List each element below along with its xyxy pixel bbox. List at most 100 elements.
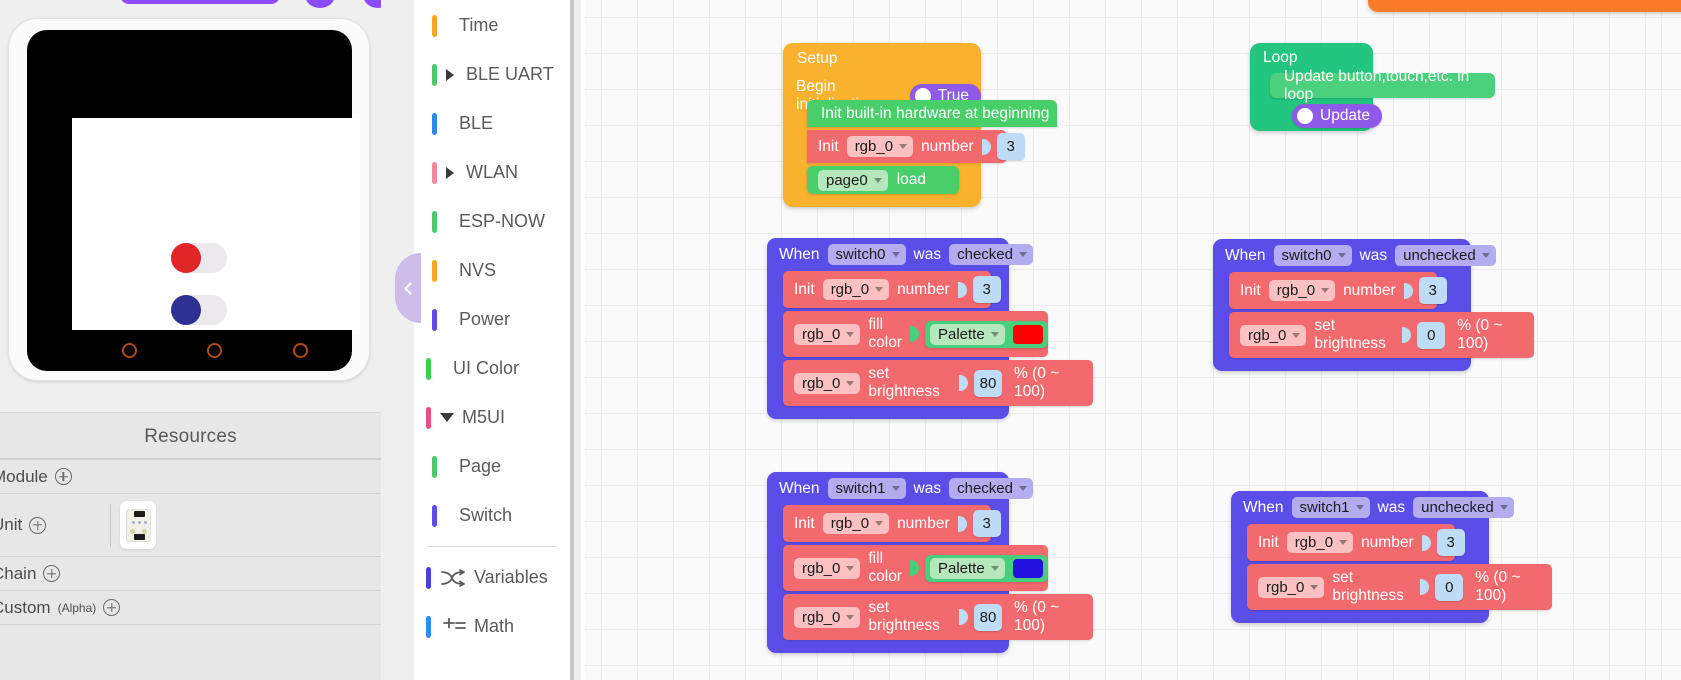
dropdown-when-target[interactable]: switch1 (827, 478, 906, 499)
chevron-down-icon (891, 252, 900, 257)
toolbar-chip-2[interactable] (305, 0, 335, 8)
device-button-a-icon[interactable] (122, 343, 137, 358)
when-hat[interactable]: When switch1 was unchecked Init (1231, 491, 1552, 623)
workspace-block-partial-orange[interactable] (1368, 0, 1681, 12)
block-palette[interactable]: Palette (924, 320, 1048, 348)
number-input-brightness[interactable]: 80 (974, 603, 1003, 631)
number-input-brightness[interactable]: 80 (974, 369, 1003, 397)
when-statement-stack: Init rgb_0 number 3 rgb_0 (783, 271, 1093, 406)
dropdown-when-state[interactable]: unchecked (1395, 245, 1496, 266)
number-input-rgb-count[interactable]: 3 (972, 276, 1001, 303)
add-chain-icon[interactable] (43, 565, 61, 582)
dropdown-when-target[interactable]: switch1 (1291, 497, 1370, 518)
toolbox-item-nvs[interactable]: NVS (414, 246, 570, 295)
add-unit-icon[interactable] (29, 516, 47, 534)
toolbox-item-power[interactable]: Power (414, 295, 570, 344)
color-swatch[interactable] (1012, 324, 1043, 344)
resource-row-chain[interactable]: Chain (0, 557, 381, 591)
number-input-rgb-count[interactable]: 3 (1418, 277, 1447, 304)
when-hat[interactable]: When switch1 was checked Init (767, 472, 1093, 653)
dropdown-rgb-target[interactable]: rgb_0 (822, 279, 890, 300)
toolbar-chip-3[interactable] (363, 0, 393, 8)
block-update-chip[interactable]: Update (1292, 104, 1382, 128)
toolbox-item-page[interactable]: Page (414, 442, 570, 491)
chevron-down-icon (875, 287, 884, 292)
dropdown-rgb-target[interactable]: rgb_0 (1268, 280, 1336, 301)
block-when-switch1-unchecked[interactable]: When switch1 was unchecked Init (1231, 491, 1552, 623)
device-button-c-icon[interactable] (293, 343, 308, 358)
block-init-rgb[interactable]: Init rgb_0 number 3 (783, 271, 1001, 308)
toolbox-item-ble[interactable]: BLE (414, 99, 570, 148)
resource-row-module[interactable]: Module (0, 460, 381, 494)
chevron-right-icon[interactable] (446, 166, 454, 179)
toolbox-item-wlan[interactable]: WLAN (414, 148, 570, 197)
toolbox-item-math[interactable]: Math (414, 602, 570, 651)
toolbox-item-m5ui[interactable]: M5UI (414, 393, 570, 442)
block-init-rgb-setup[interactable]: Init rgb_0 number 3 (807, 130, 1025, 163)
dropdown-palette-source[interactable]: Palette (929, 557, 1005, 579)
block-fill-color[interactable]: rgb_0 fill color Palette (783, 545, 1048, 591)
add-custom-icon[interactable] (103, 599, 121, 616)
color-swatch[interactable] (1012, 558, 1043, 578)
block-update-hint[interactable]: Update button,touch,etc. in loop (1270, 68, 1495, 103)
dropdown-rgb-target[interactable]: rgb_0 (794, 323, 861, 345)
dropdown-rgb-target[interactable]: rgb_0 (822, 513, 890, 534)
dropdown-rgb-target[interactable]: rgb_0 (1258, 576, 1325, 598)
dropdown-when-state[interactable]: checked (949, 478, 1033, 499)
dropdown-page-target[interactable]: page0 (818, 169, 888, 191)
block-fill-color[interactable]: rgb_0 fill color Palette (783, 311, 1048, 357)
number-input-brightness[interactable]: 0 (1435, 573, 1464, 601)
left-panel: Resources Module Unit (0, 0, 393, 680)
block-set-brightness[interactable]: rgb_0 set brightness 80 % (0 ~ 100) (783, 594, 1093, 640)
dropdown-when-state[interactable]: checked (949, 244, 1033, 265)
block-page0-load[interactable]: page0 load (807, 166, 959, 194)
dropdown-rgb-target[interactable]: rgb_0 (794, 606, 861, 628)
resource-row-custom[interactable]: Custom(Alpha) (0, 591, 381, 625)
toolbox-item-variables[interactable]: Variables (414, 553, 570, 602)
dropdown-rgb-target[interactable]: rgb_0 (1240, 324, 1307, 346)
toolbox-item-ui-color[interactable]: UI Color (414, 344, 570, 393)
dropdown-rgb-target[interactable]: rgb_0 (846, 136, 914, 157)
resource-row-unit[interactable]: Unit (0, 494, 381, 557)
dropdown-when-target[interactable]: switch0 (827, 244, 906, 265)
device-screen[interactable] (72, 118, 360, 330)
add-module-icon[interactable] (54, 468, 72, 485)
preview-switch0[interactable] (171, 243, 227, 273)
when-hat[interactable]: When switch0 was checked Init (767, 238, 1093, 419)
toolbox-item-ble-uart[interactable]: BLE UART (414, 50, 570, 99)
block-init-rgb[interactable]: Init rgb_0 number 3 (1247, 524, 1465, 561)
block-init-rgb[interactable]: Init rgb_0 number 3 (1229, 272, 1447, 309)
block-set-brightness[interactable]: rgb_0 set brightness 0 % (0 ~ 100) (1229, 312, 1534, 358)
block-when-switch0-unchecked[interactable]: When switch0 was unchecked Init (1213, 239, 1534, 371)
device-button-b-icon[interactable] (207, 343, 222, 358)
dropdown-palette-source[interactable]: Palette (929, 323, 1005, 345)
unit-card-rgb[interactable] (120, 501, 156, 549)
number-input-brightness[interactable]: 0 (1417, 321, 1446, 349)
block-palette[interactable]: Palette (924, 554, 1048, 582)
block-set-brightness[interactable]: rgb_0 set brightness 0 % (0 ~ 100) (1247, 564, 1552, 610)
block-set-brightness[interactable]: rgb_0 set brightness 80 % (0 ~ 100) (783, 360, 1093, 406)
number-input-rgb-count[interactable]: 3 (972, 510, 1001, 537)
dropdown-when-state[interactable]: unchecked (1413, 497, 1514, 518)
block-init-builtin-hardware[interactable]: Init built-in hardware at beginning (807, 100, 1057, 127)
toolbar-chip-1[interactable] (120, 0, 280, 4)
number-input-rgb-count[interactable]: 3 (1436, 529, 1465, 556)
blockly-workspace[interactable]: Setup Begin initialization True Init bui… (585, 0, 1681, 680)
dropdown-rgb-target[interactable]: rgb_0 (794, 557, 861, 579)
dropdown-rgb-target[interactable]: rgb_0 (794, 372, 861, 394)
toolbox-item-time[interactable]: Time (414, 1, 570, 50)
toolbox-item-esp-now[interactable]: ESP-NOW (414, 197, 570, 246)
dropdown-when-target[interactable]: switch0 (1273, 245, 1352, 266)
chevron-down-icon[interactable] (440, 413, 454, 422)
chevron-right-icon[interactable] (446, 68, 454, 81)
block-when-switch0-checked[interactable]: When switch0 was checked Init (767, 238, 1093, 419)
block-init-rgb[interactable]: Init rgb_0 number 3 (783, 505, 1001, 542)
block-when-switch1-checked[interactable]: When switch1 was checked Init (767, 472, 1093, 653)
toolbox-divider (428, 546, 556, 547)
dropdown-rgb-target[interactable]: rgb_0 (1286, 532, 1354, 553)
number-input-rgb-count[interactable]: 3 (996, 133, 1025, 160)
preview-switch1[interactable] (171, 295, 227, 325)
toolbox-item-switch[interactable]: Switch (414, 491, 570, 540)
when-hat[interactable]: When switch0 was unchecked Init (1213, 239, 1534, 371)
toolbox-collapse-handle[interactable] (395, 253, 421, 323)
